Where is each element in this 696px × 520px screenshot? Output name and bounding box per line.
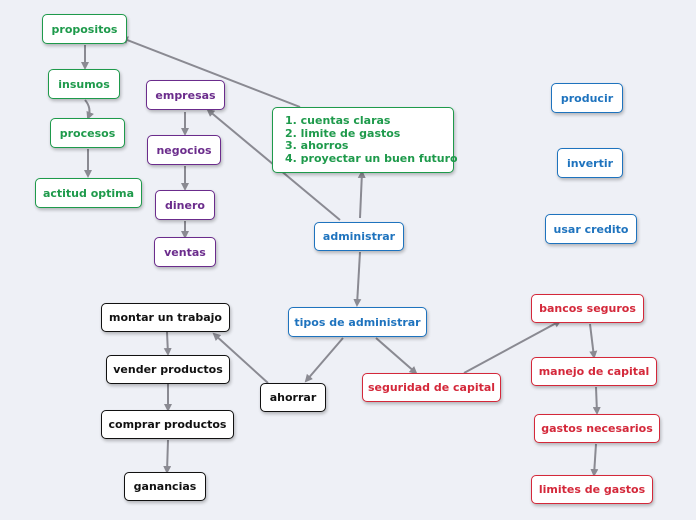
node-actitud-optima[interactable]: actitud optima — [35, 178, 142, 208]
node-montar-un-trabajo[interactable]: montar un trabajo — [101, 303, 230, 332]
node-ganancias[interactable]: ganancias — [124, 472, 206, 501]
node-empresas[interactable]: empresas — [146, 80, 225, 110]
node-dinero[interactable]: dinero — [155, 190, 215, 220]
node-administrar[interactable]: administrar — [314, 222, 404, 251]
node-ahorrar[interactable]: ahorrar — [260, 383, 326, 412]
node-propositos[interactable]: propositos — [42, 14, 127, 44]
edge-ahorrar-montar — [212, 332, 269, 384]
edge-administrar-tipos — [353, 251, 362, 307]
goals-list-item: 4. proyectar un buen futuro — [285, 151, 458, 165]
edge-manejo-gastos — [592, 386, 601, 415]
edge-montar-vender — [163, 331, 172, 356]
edge-gastos-limites — [590, 443, 599, 477]
edge-comprar-ganancias — [163, 439, 172, 474]
node-gastos-necesarios[interactable]: gastos necesarios — [534, 414, 660, 443]
edge-tipos-ahorrar — [304, 337, 344, 383]
node-ventas[interactable]: ventas — [154, 237, 216, 267]
node-insumos[interactable]: insumos — [48, 69, 120, 99]
node-tipos-de-administrar[interactable]: tipos de administrar — [288, 307, 427, 337]
node-comprar-productos[interactable]: comprar productos — [101, 410, 234, 439]
node-manejo-de-capital[interactable]: manejo de capital — [531, 357, 657, 386]
goals-list-item: 2. limite de gastos — [285, 126, 401, 140]
goals-list-item: 1. cuentas claras — [285, 114, 391, 127]
node-bancos-seguros[interactable]: bancos seguros — [531, 294, 644, 323]
edge-tipos-seguridad — [375, 337, 418, 375]
node-usar-credito[interactable]: usar credito — [545, 214, 637, 244]
node-invertir[interactable]: invertir — [557, 148, 623, 178]
goals-list: 1. cuentas claras 2. limite de gastos 3.… — [285, 114, 458, 165]
edge-administrar-list — [357, 170, 366, 219]
edge-list-propositos — [120, 36, 301, 108]
edge-insumos-procesos — [84, 99, 94, 120]
node-vender-productos[interactable]: vender productos — [106, 355, 230, 384]
node-goals-list[interactable]: 1. cuentas claras 2. limite de gastos 3.… — [272, 107, 458, 173]
node-procesos[interactable]: procesos — [50, 118, 125, 148]
edge-bancos-manejo — [589, 323, 598, 359]
edge-seguridad-bancos — [463, 320, 562, 374]
node-negocios[interactable]: negocios — [147, 135, 221, 165]
node-producir[interactable]: producir — [551, 83, 623, 113]
node-seguridad-de-capital[interactable]: seguridad de capital — [362, 373, 501, 402]
node-limites-de-gastos[interactable]: limites de gastos — [531, 475, 653, 504]
goals-list-item: 3. ahorros — [285, 139, 349, 152]
